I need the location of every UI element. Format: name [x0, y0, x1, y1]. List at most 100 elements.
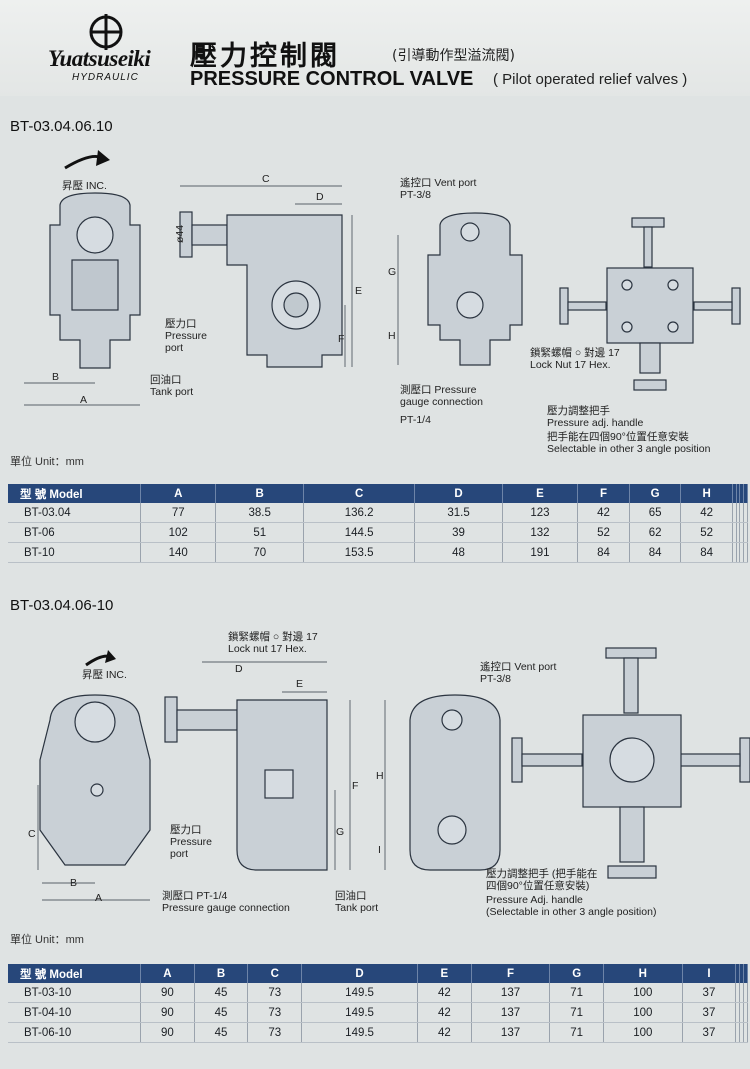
table-cell: 37: [682, 1022, 737, 1043]
table-cell: 153.5: [303, 542, 416, 563]
dim-c-2: C: [28, 828, 36, 840]
table-cell: 84: [629, 542, 682, 563]
table-cell-model: BT-06: [8, 522, 141, 543]
dim-d-1: D: [316, 191, 324, 203]
column-header: F: [471, 964, 551, 983]
dim-g-1: G: [388, 266, 397, 278]
table-cell: 137: [471, 1022, 551, 1043]
table-cell: 73: [247, 1002, 303, 1023]
table-cell: [743, 522, 748, 543]
table-cell: 144.5: [303, 522, 416, 543]
table-cell: 149.5: [301, 1022, 419, 1043]
handle-label-2: 壓力調整把手 (把手能在四個90°位置任意安裝)Pressure Adj. ha…: [486, 868, 657, 918]
column-header: A: [140, 484, 217, 503]
table-cell: 45: [194, 1002, 249, 1023]
column-header: E: [417, 964, 472, 983]
table-cell: [739, 542, 745, 563]
table-cell: [739, 1002, 745, 1023]
table-cell: 48: [414, 542, 503, 563]
column-header: [739, 484, 745, 503]
table-cell: 37: [682, 1002, 737, 1023]
dim-h-1: H: [388, 330, 396, 342]
brand-subtitle: HYDRAULIC: [72, 72, 139, 83]
column-header: [736, 484, 741, 503]
table-cell: [739, 1022, 745, 1043]
column-header: G: [629, 484, 682, 503]
table-cell: 52: [577, 522, 630, 543]
dim-h-2: H: [376, 770, 384, 782]
table-cell: 38.5: [215, 503, 304, 523]
column-header: [743, 484, 748, 503]
dim-f-1: F: [338, 333, 345, 345]
table-cell: 84: [577, 542, 630, 563]
table-cell: 65: [629, 503, 682, 523]
table-cell: [743, 983, 748, 1003]
table-cell: [736, 503, 741, 523]
table-cell: 73: [247, 983, 303, 1003]
page-subtitle-zh: (引導動作型溢流閥): [392, 48, 515, 64]
column-header: [732, 484, 737, 503]
column-header: C: [247, 964, 303, 983]
column-header: D: [301, 964, 419, 983]
column-header: F: [577, 484, 630, 503]
dim-a-2: A: [95, 892, 103, 904]
column-header-model: 型 號 Model: [8, 964, 141, 983]
table-cell: 84: [680, 542, 733, 563]
table-cell: 100: [603, 1002, 683, 1023]
dim-d-2: D: [235, 663, 243, 675]
inc-label-2: 昇壓 INC.: [82, 669, 127, 681]
dim-a-1: A: [80, 394, 88, 406]
column-header: D: [414, 484, 503, 503]
table-cell: 137: [471, 1002, 551, 1023]
table-cell: 70: [215, 542, 304, 563]
dim-e-1: E: [355, 285, 363, 297]
dim-phi44: ø44: [174, 224, 187, 244]
dim-g-2: G: [336, 826, 345, 838]
table-cell: 71: [549, 1002, 605, 1023]
table-cell: 71: [549, 1022, 605, 1043]
table-cell: 52: [680, 522, 733, 543]
table-cell: 77: [140, 503, 217, 523]
table-cell: 90: [140, 983, 195, 1003]
table-cell: 42: [417, 983, 472, 1003]
column-header: [735, 964, 741, 983]
table-cell: 37: [682, 983, 737, 1003]
table-cell: 149.5: [301, 983, 419, 1003]
table-cell: [743, 1022, 748, 1043]
table-cell: 136.2: [303, 503, 416, 523]
table-cell: 62: [629, 522, 682, 543]
table-cell-model: BT-03-10: [8, 983, 141, 1003]
table-cell: 149.5: [301, 1002, 419, 1023]
column-header: H: [680, 484, 733, 503]
table-cell: [735, 983, 741, 1003]
table-cell: 132: [502, 522, 579, 543]
table-cell: 90: [140, 1002, 195, 1023]
dim-b-2: B: [70, 877, 78, 889]
inc-label-1: 昇壓 INC.: [62, 180, 107, 192]
table-cell: 123: [502, 503, 579, 523]
table-cell: 71: [549, 983, 605, 1003]
column-header: E: [502, 484, 579, 503]
table-cell: [739, 522, 745, 543]
table-cell: 45: [194, 1022, 249, 1043]
table-cell: 140: [140, 542, 217, 563]
table-cell: 42: [680, 503, 733, 523]
table-cell: [732, 503, 737, 523]
column-header: C: [303, 484, 416, 503]
table-cell: 42: [577, 503, 630, 523]
